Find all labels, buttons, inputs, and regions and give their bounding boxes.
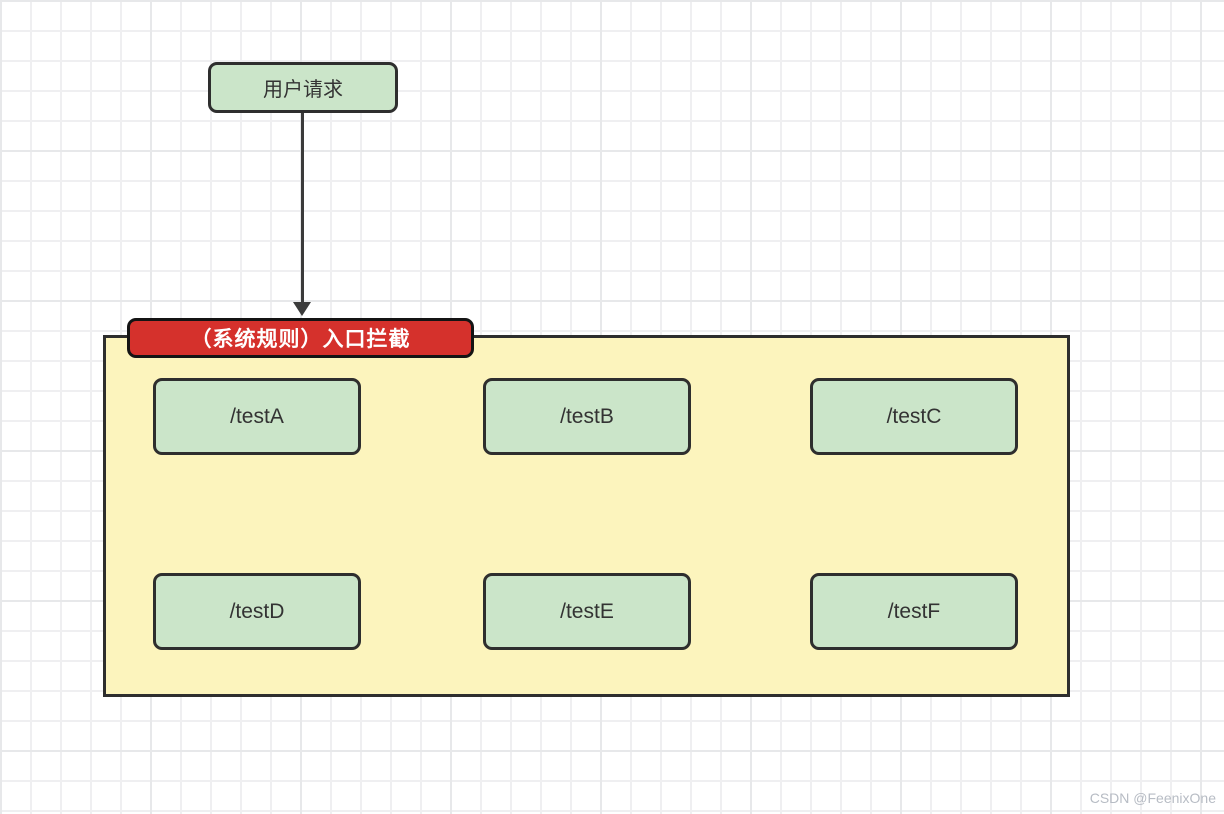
endpoint-label: /testA (230, 404, 284, 428)
endpoint-node-testE[interactable]: /testE (483, 573, 691, 650)
user-request-label: 用户请求 (263, 79, 343, 101)
endpoint-label: /testF (887, 599, 941, 623)
endpoint-node-testF[interactable]: /testF (810, 573, 1018, 650)
interceptor-title-badge[interactable]: （系统规则）入口拦截 (127, 318, 474, 358)
watermark-text: CSDN @FeenixOne (1089, 790, 1216, 806)
endpoint-label: /testD (229, 599, 285, 623)
arrow-down-icon (293, 302, 311, 316)
endpoint-node-testD[interactable]: /testD (153, 573, 361, 650)
endpoint-label: /testC (886, 404, 942, 428)
interceptor-title-label: （系统规则）入口拦截 (190, 328, 411, 351)
user-request-node[interactable]: 用户请求 (208, 62, 398, 113)
endpoint-node-testA[interactable]: /testA (153, 378, 361, 455)
endpoint-label: /testB (560, 404, 614, 428)
endpoint-node-testB[interactable]: /testB (483, 378, 691, 455)
endpoint-node-testC[interactable]: /testC (810, 378, 1018, 455)
endpoint-label: /testE (560, 599, 614, 623)
flow-arrow-line (301, 113, 304, 303)
